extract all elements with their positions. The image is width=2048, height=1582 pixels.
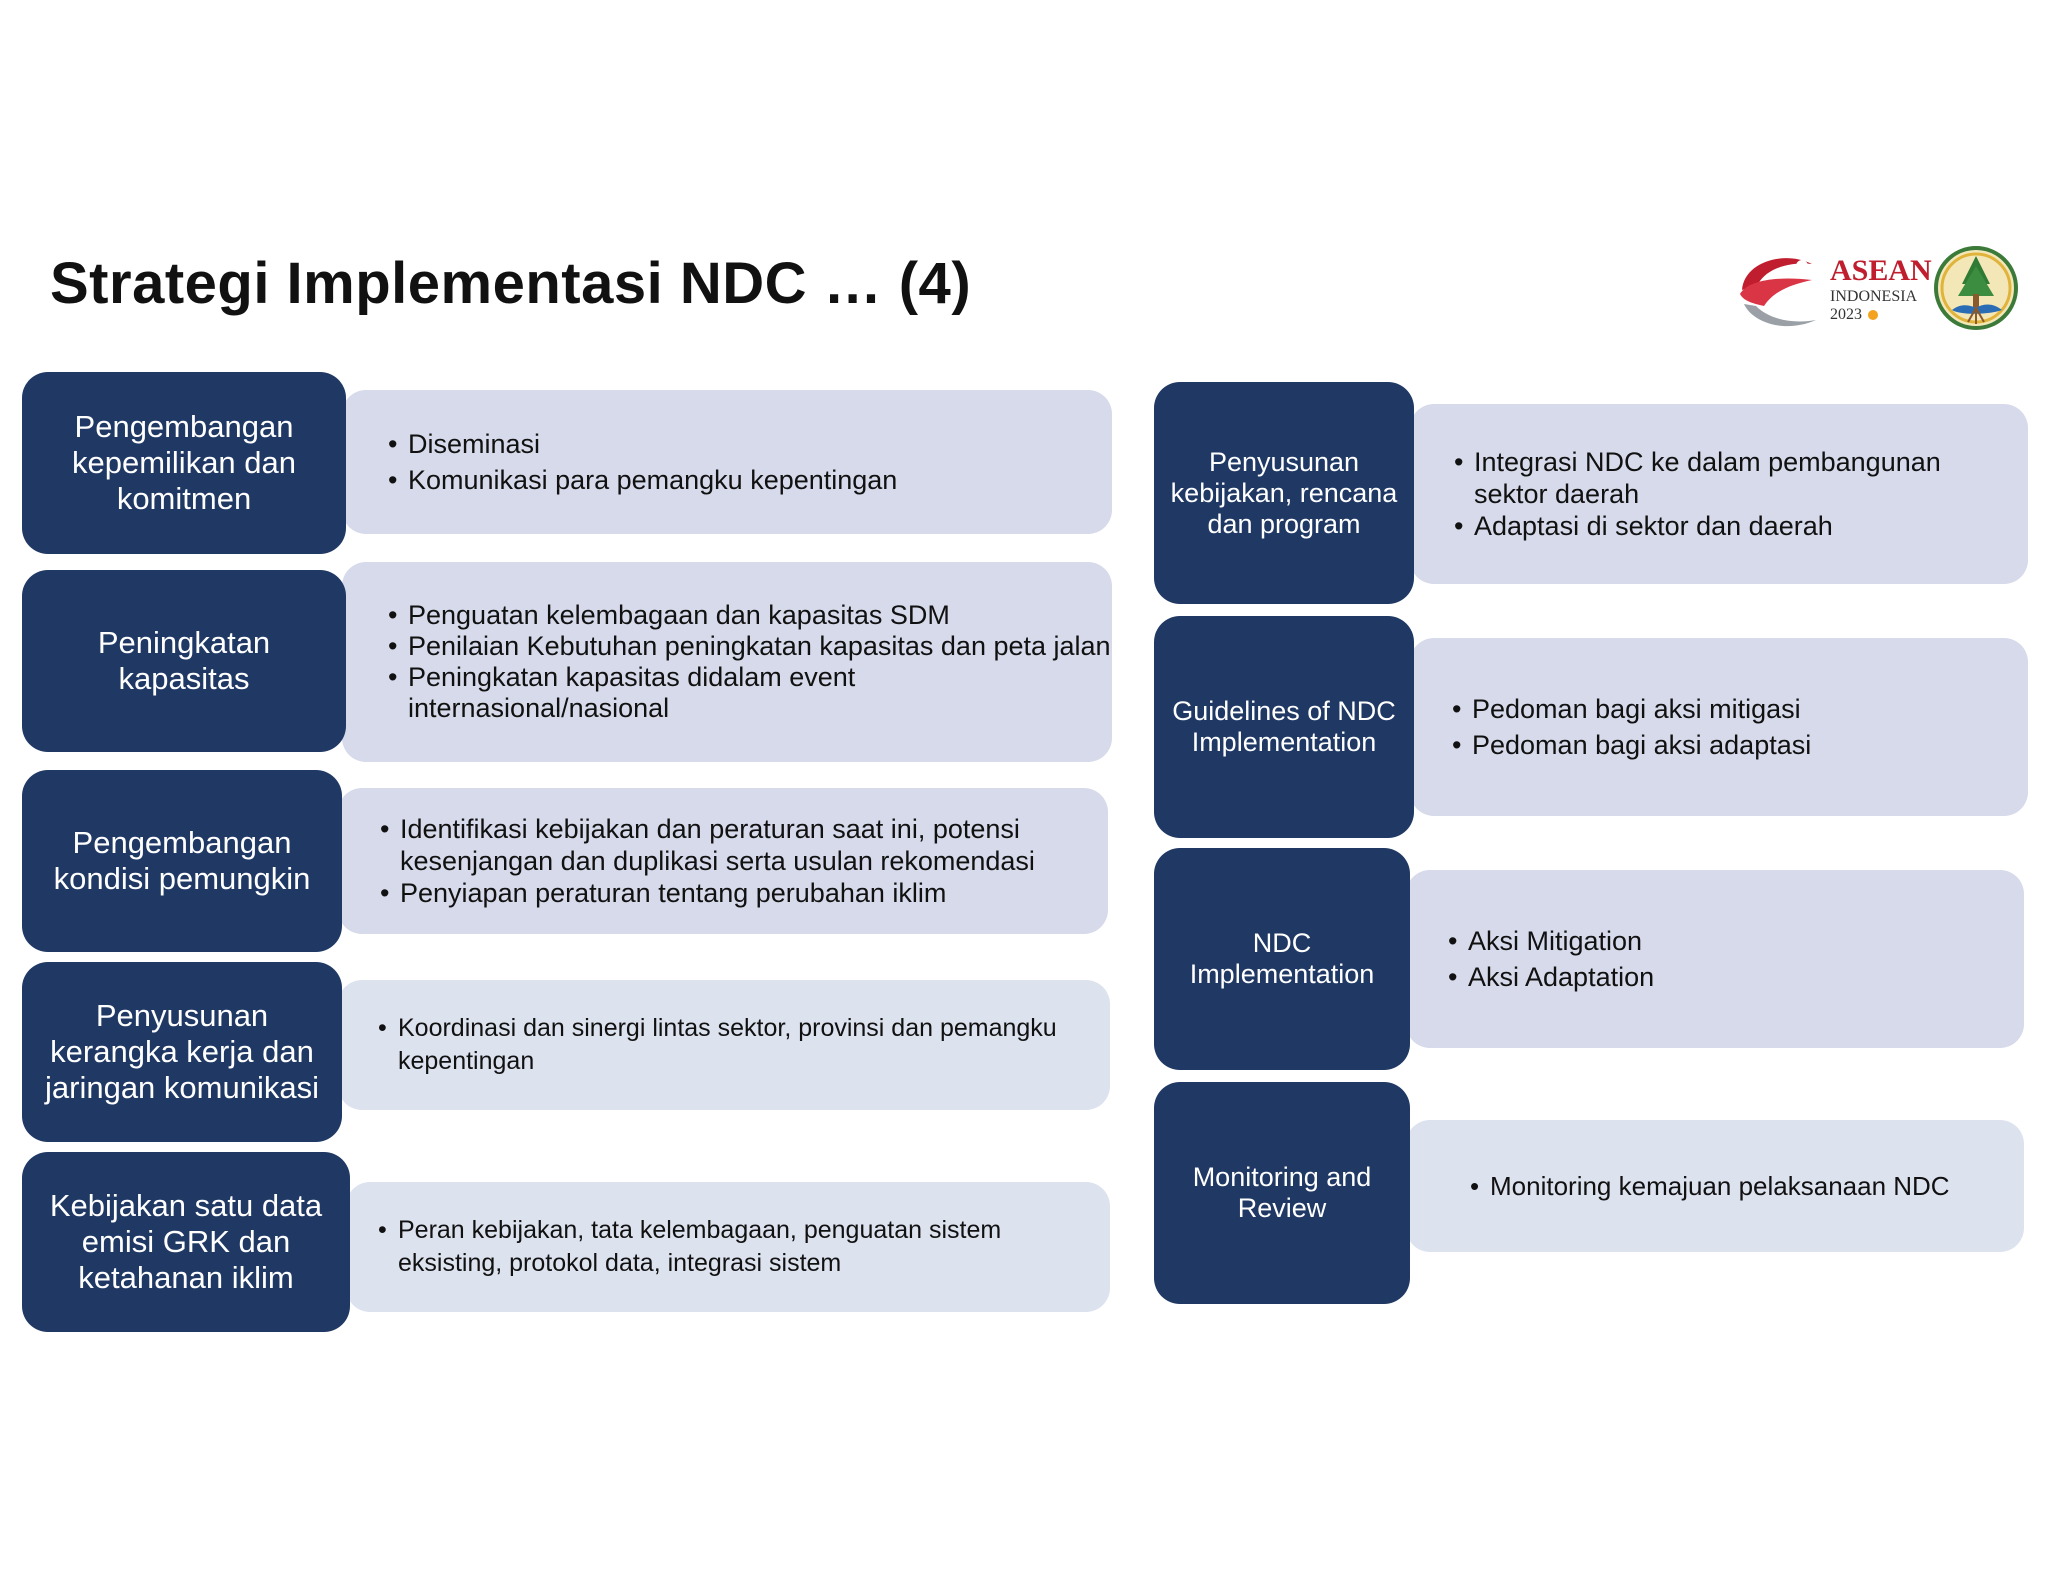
- category-label: Kebijakan satu data emisi GRK dan ketaha…: [49, 1188, 323, 1295]
- bullet-item: Adaptasi di sektor dan daerah: [1454, 510, 1998, 542]
- bullet-list: Diseminasi Komunikasi para pemangku kepe…: [388, 426, 897, 498]
- left-content-box-2: Penguatan kelembagaan dan kapasitas SDM …: [342, 562, 1112, 762]
- right-category-box-4: Monitoring and Review: [1154, 1082, 1410, 1304]
- category-label: Penyusunan kebijakan, rencana dan progra…: [1170, 446, 1398, 539]
- logo-year-text: 2023: [1830, 306, 1878, 324]
- right-content-box-1: Integrasi NDC ke dalam pembangunan sekto…: [1410, 404, 2028, 584]
- bullet-item: Peran kebijakan, tata kelembagaan, pengu…: [378, 1214, 1100, 1280]
- bullet-item: Diseminasi: [388, 426, 897, 462]
- right-content-box-4: Monitoring kemajuan pelaksanaan NDC: [1406, 1120, 2024, 1252]
- left-content-box-3: Identifikasi kebijakan dan peraturan saa…: [338, 788, 1108, 934]
- right-category-box-1: Penyusunan kebijakan, rencana dan progra…: [1154, 382, 1414, 604]
- left-category-box-1: Pengembangan kepemilikan dan komitmen: [22, 372, 346, 554]
- left-content-box-5: Peran kebijakan, tata kelembagaan, pengu…: [346, 1182, 1110, 1312]
- right-content-box-3: Aksi Mitigation Aksi Adaptation: [1406, 870, 2024, 1048]
- bullet-list: Koordinasi dan sinergi lintas sektor, pr…: [378, 1012, 1080, 1078]
- asean-indonesia-logo: ASEAN INDONESIA 2023: [1734, 244, 2024, 336]
- bullet-item: Penilaian Kebutuhan peningkatan kapasita…: [388, 631, 1112, 662]
- bullet-list: Penguatan kelembagaan dan kapasitas SDM …: [388, 600, 1112, 724]
- left-category-box-4: Penyusunan kerangka kerja dan jaringan k…: [22, 962, 342, 1142]
- bullet-list: Monitoring kemajuan pelaksanaan NDC: [1470, 1170, 1950, 1202]
- category-label: Pengembangan kepemilikan dan komitmen: [71, 409, 297, 516]
- page-title: Strategi Implementasi NDC … (4): [50, 251, 972, 316]
- category-label: Penyusunan kerangka kerja dan jaringan k…: [45, 998, 319, 1105]
- left-content-box-4: Koordinasi dan sinergi lintas sektor, pr…: [338, 980, 1110, 1110]
- bullet-item: Pedoman bagi aksi adaptasi: [1452, 727, 1811, 763]
- bullet-item: Aksi Adaptation: [1448, 959, 1654, 995]
- category-label: Guidelines of NDC Implementation: [1172, 696, 1396, 757]
- bullet-list: Integrasi NDC ke dalam pembangunan sekto…: [1454, 446, 1998, 542]
- category-label: Peningkatan kapasitas: [97, 625, 271, 696]
- left-content-box-1: Diseminasi Komunikasi para pemangku kepe…: [342, 390, 1112, 534]
- asean-swirl-icon: [1740, 258, 1816, 327]
- left-category-box-2: Peningkatan kapasitas: [22, 570, 346, 752]
- bullet-list: Aksi Mitigation Aksi Adaptation: [1448, 923, 1654, 995]
- right-category-box-2: Guidelines of NDC Implementation: [1154, 616, 1414, 838]
- bullet-item: Identifikasi kebijakan dan peraturan saa…: [380, 813, 1088, 877]
- bullet-list: Pedoman bagi aksi mitigasi Pedoman bagi …: [1452, 691, 1811, 763]
- bullet-item: Pedoman bagi aksi mitigasi: [1452, 691, 1811, 727]
- bullet-item: Koordinasi dan sinergi lintas sektor, pr…: [378, 1012, 1080, 1078]
- logo-asean-text: ASEAN: [1830, 254, 1932, 287]
- left-category-box-5: Kebijakan satu data emisi GRK dan ketaha…: [22, 1152, 350, 1332]
- bullet-item: Penyiapan peraturan tentang perubahan ik…: [380, 877, 1088, 909]
- category-label: NDC Implementation: [1189, 928, 1375, 989]
- logo-country-text: INDONESIA: [1830, 288, 1918, 305]
- right-content-box-2: Pedoman bagi aksi mitigasi Pedoman bagi …: [1410, 638, 2028, 816]
- bullet-item: Penguatan kelembagaan dan kapasitas SDM: [388, 600, 1112, 631]
- right-category-box-3: NDC Implementation: [1154, 848, 1410, 1070]
- bullet-list: Peran kebijakan, tata kelembagaan, pengu…: [378, 1214, 1100, 1280]
- left-category-box-3: Pengembangan kondisi pemungkin: [22, 770, 342, 952]
- bullet-item: Komunikasi para pemangku kepentingan: [388, 462, 897, 498]
- category-label: Monitoring and Review: [1192, 1162, 1372, 1223]
- bullet-item: Monitoring kemajuan pelaksanaan NDC: [1470, 1170, 1950, 1202]
- bullet-item: Aksi Mitigation: [1448, 923, 1654, 959]
- bullet-list: Identifikasi kebijakan dan peraturan saa…: [380, 813, 1088, 909]
- bullet-item: Peningkatan kapasitas didalam event inte…: [388, 662, 1112, 724]
- ministry-emblem-icon: [1934, 246, 2018, 330]
- category-label: Pengembangan kondisi pemungkin: [53, 825, 311, 896]
- bullet-item: Integrasi NDC ke dalam pembangunan sekto…: [1454, 446, 1998, 510]
